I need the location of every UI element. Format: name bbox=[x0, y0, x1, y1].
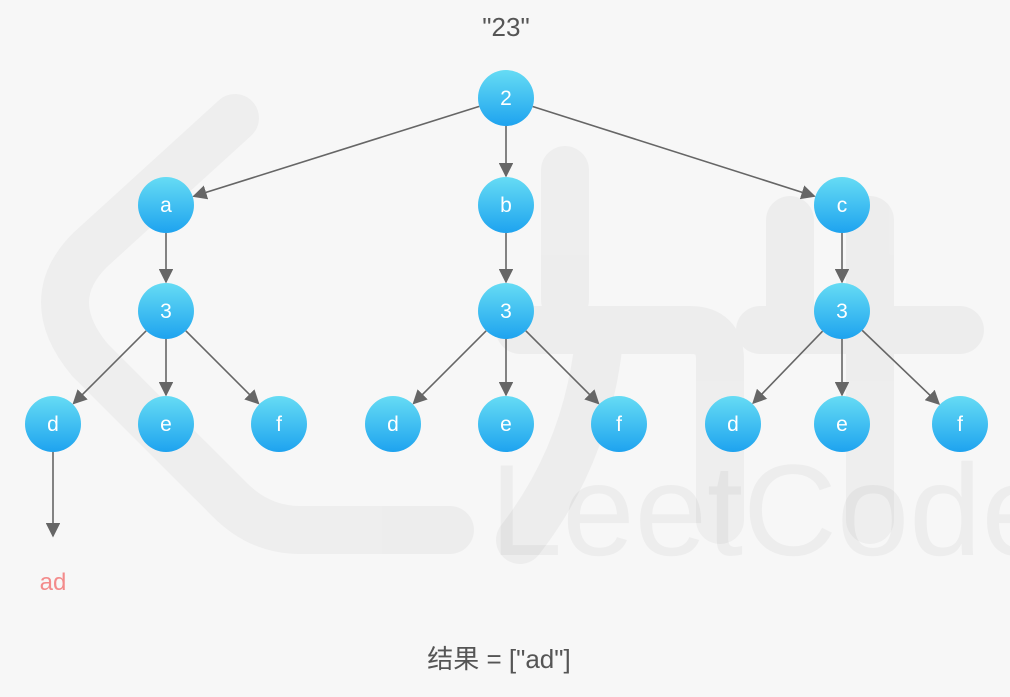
tree-node-b3: 3 bbox=[478, 283, 534, 339]
tree-node-b: b bbox=[478, 177, 534, 233]
node-circle bbox=[251, 396, 307, 452]
tree-node-bf: f bbox=[591, 396, 647, 452]
node-circle bbox=[138, 177, 194, 233]
node-label: e bbox=[160, 413, 172, 436]
input-title: "23" bbox=[482, 12, 529, 42]
edge-root-a bbox=[192, 105, 480, 200]
edge-c3-cd bbox=[752, 330, 824, 405]
tree-node-a: a bbox=[138, 177, 194, 233]
node-label: f bbox=[616, 413, 622, 436]
node-label: e bbox=[500, 413, 512, 436]
output-label: ad bbox=[40, 569, 67, 596]
tree-node-a3: 3 bbox=[138, 283, 194, 339]
tree-node-c3: 3 bbox=[814, 283, 870, 339]
edge-b3-bd bbox=[412, 330, 487, 405]
node-label: 2 bbox=[500, 87, 512, 110]
node-circle bbox=[932, 396, 988, 452]
node-circle bbox=[478, 177, 534, 233]
tree-node-af: f bbox=[251, 396, 307, 452]
node-circle bbox=[705, 396, 761, 452]
result-text: 结果 = ["ad"] bbox=[427, 644, 570, 674]
edge-b3-bf bbox=[525, 330, 600, 405]
edge-c3-cf bbox=[861, 329, 941, 405]
node-label: d bbox=[47, 413, 59, 436]
tree-node-be: e bbox=[478, 396, 534, 452]
tree-node-ae: e bbox=[138, 396, 194, 452]
tree-node-c: c bbox=[814, 177, 870, 233]
tree-node-cd: d bbox=[705, 396, 761, 452]
tree-node-ad: d bbox=[25, 396, 81, 452]
node-label: f bbox=[957, 413, 963, 436]
node-circle bbox=[591, 396, 647, 452]
node-circle bbox=[814, 396, 870, 452]
node-label: f bbox=[276, 413, 282, 436]
node-circle bbox=[478, 70, 534, 126]
watermark-text: LeetCode bbox=[490, 437, 1010, 583]
tree-edges bbox=[45, 105, 941, 538]
node-label: d bbox=[387, 413, 399, 436]
edge-a3-af bbox=[185, 330, 260, 405]
node-circle bbox=[138, 396, 194, 452]
node-label: b bbox=[500, 194, 512, 217]
node-circle bbox=[365, 396, 421, 452]
node-label: 3 bbox=[160, 300, 172, 323]
node-label: c bbox=[837, 194, 848, 217]
node-circle bbox=[814, 283, 870, 339]
node-circle bbox=[478, 396, 534, 452]
tree-node-ce: e bbox=[814, 396, 870, 452]
tree-node-bd: d bbox=[365, 396, 421, 452]
node-label: 3 bbox=[836, 300, 848, 323]
node-circle bbox=[814, 177, 870, 233]
edge-a3-ad bbox=[72, 330, 147, 405]
edge-root-c bbox=[532, 105, 816, 200]
node-circle bbox=[25, 396, 81, 452]
node-label: a bbox=[160, 194, 172, 217]
tree-node-root: 2 bbox=[478, 70, 534, 126]
node-label: e bbox=[836, 413, 848, 436]
node-circle bbox=[138, 283, 194, 339]
node-label: d bbox=[727, 413, 739, 436]
tree-nodes: 2 a b c 3 3 3 d e f d e f d e f bbox=[25, 70, 988, 452]
node-label: 3 bbox=[500, 300, 512, 323]
tree-node-cf: f bbox=[932, 396, 988, 452]
node-circle bbox=[478, 283, 534, 339]
